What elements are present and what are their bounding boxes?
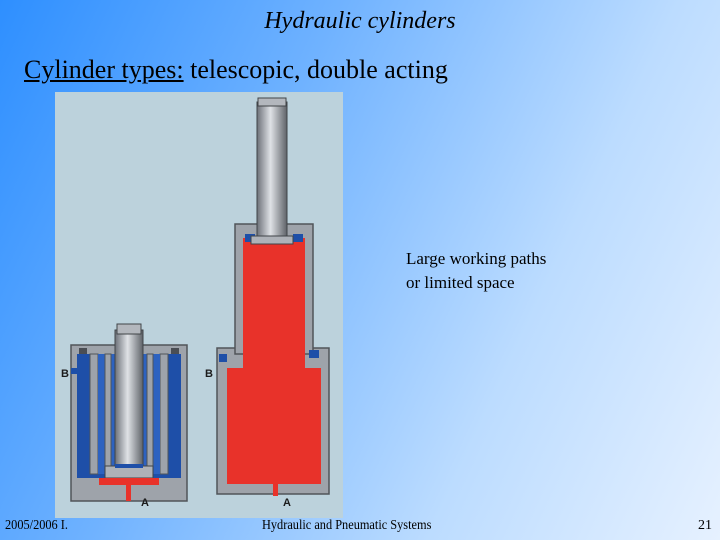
footer-date: 2005/2006 I. — [5, 518, 77, 534]
slide-subtitle: Cylinder types: telescopic, double actin… — [24, 55, 448, 85]
footer-date-text: 2005/2006 I. — [5, 518, 68, 533]
retracted-cylinder — [70, 323, 188, 502]
caption-line-1: Large working paths — [406, 249, 547, 268]
telescopic-cylinder-figure: B A B A — [55, 92, 343, 518]
figure-caption: Large working paths or limited space — [406, 247, 546, 295]
left-port-a-label: A — [141, 497, 149, 509]
footer-page-number: 21 — [698, 518, 712, 533]
caption-line-2: or limited space — [406, 273, 515, 292]
footer-course: Hydraulic and Pneumatic Systems — [262, 518, 454, 534]
subtitle-text: telescopic, double acting — [183, 55, 448, 84]
extended-cylinder — [216, 97, 330, 496]
subtitle-label: Cylinder types: — [24, 55, 184, 84]
right-port-b-label: B — [205, 368, 213, 380]
right-port-a-label: A — [283, 497, 291, 509]
left-port-b-label: B — [61, 368, 69, 380]
slide-title: Hydraulic cylinders — [264, 8, 456, 34]
footer-course-text: Hydraulic and Pneumatic Systems — [262, 518, 432, 533]
